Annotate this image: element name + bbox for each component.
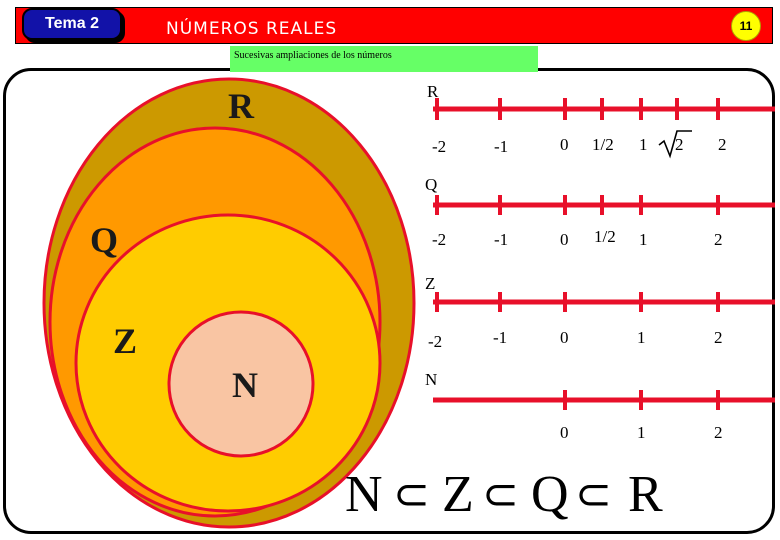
header-bar	[15, 7, 773, 44]
inclusion-set-Q: Q	[531, 466, 569, 523]
inclusion-set-Z: Z	[442, 466, 474, 523]
tick-label: -2	[432, 137, 446, 156]
tick-label: 1	[639, 135, 648, 154]
set-Z-label: Z	[113, 321, 137, 361]
tick-label: 1	[639, 230, 648, 249]
line-R-name: R	[427, 82, 439, 101]
inclusion-set-N: N	[345, 466, 383, 523]
line-N-ticks	[563, 390, 720, 410]
tick-label: 2	[718, 135, 727, 154]
set-N-label: N	[232, 365, 258, 405]
tick-label: 2	[714, 423, 723, 442]
line-Q-name: Q	[425, 175, 437, 194]
tick-label: 0	[560, 230, 569, 249]
inclusion-formula: N ⊂ Z ⊂ Q ⊂ R	[345, 466, 663, 523]
set-R-label: R	[228, 86, 255, 126]
tick-label: 1/2	[594, 227, 616, 246]
inclusion-set-R: R	[628, 466, 663, 523]
tick-label: 2	[714, 230, 723, 249]
tema-label: Tema 2	[45, 15, 99, 32]
tick-label: 1/2	[592, 135, 614, 154]
tick-label: -2	[432, 230, 446, 249]
tick-label: 2	[675, 135, 684, 154]
set-N-region	[167, 310, 315, 458]
tick-label: 0	[560, 423, 569, 442]
tick-label: 2	[714, 328, 723, 347]
line-Z-ticks	[435, 292, 720, 312]
tick-label: -1	[494, 137, 508, 156]
sqrt-symbol	[658, 130, 692, 159]
tick-label: 1	[637, 328, 646, 347]
page-number-badge: 11	[731, 11, 761, 41]
tick-label: 0	[560, 328, 569, 347]
tema-button[interactable]: Tema 2	[22, 8, 122, 40]
tick-label: 0	[560, 135, 569, 154]
subtitle: Sucesivas ampliaciones de los números	[230, 46, 538, 72]
tick-label: 1	[637, 423, 646, 442]
line-R-ticks	[435, 98, 720, 120]
tick-label: -2	[428, 332, 442, 351]
line-Q-ticks	[435, 195, 720, 215]
page-title: NÚMEROS REALES	[166, 19, 338, 39]
subset-symbol: ⊂	[482, 470, 519, 519]
set-Q-label: Q	[90, 220, 118, 260]
tick-label: -1	[493, 328, 507, 347]
subset-symbol: ⊂	[575, 470, 612, 519]
line-N-name: N	[425, 370, 437, 389]
line-Z-name: Z	[425, 274, 435, 293]
tick-label: -1	[494, 230, 508, 249]
subset-symbol: ⊂	[393, 470, 430, 519]
